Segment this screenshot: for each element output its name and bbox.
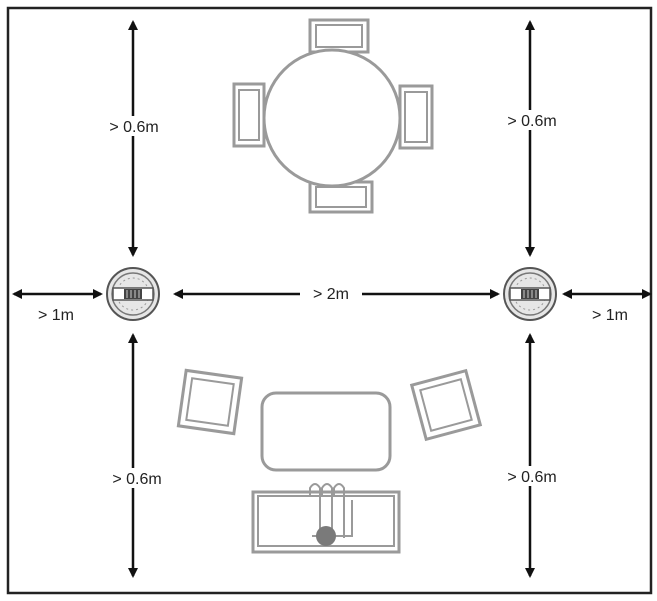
dining-table-with-chairs	[232, 18, 434, 214]
label-left-side: > 1m	[38, 307, 74, 324]
right-device-icon	[503, 267, 557, 321]
label-top-left: > 0.6m	[109, 119, 158, 136]
left-device-icon	[106, 267, 160, 321]
label-bottom-right: > 0.6m	[507, 469, 556, 486]
label-top-right: > 0.6m	[507, 113, 556, 130]
label-right-side: > 1m	[592, 307, 628, 324]
lounge-furniture	[176, 368, 483, 554]
label-between-devices: > 2m	[313, 286, 349, 303]
label-bottom-left: > 0.6m	[112, 471, 161, 488]
